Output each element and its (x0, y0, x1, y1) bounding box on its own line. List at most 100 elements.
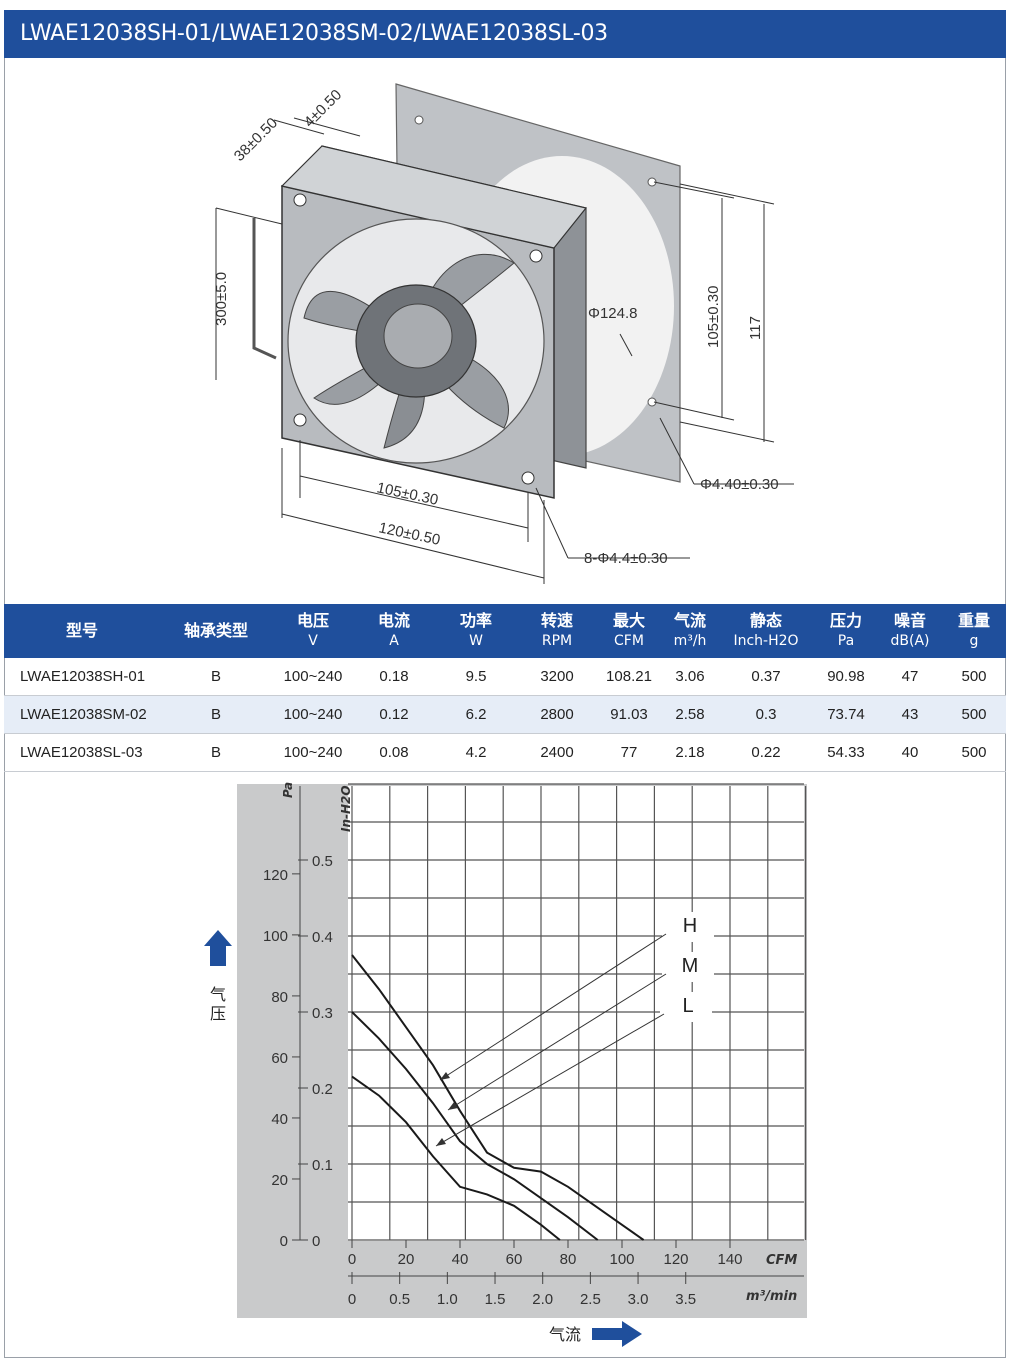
callout-leader (439, 933, 667, 1081)
cell: 100~240 (272, 695, 354, 734)
cell: 2400 (518, 733, 596, 772)
cell: B (160, 733, 272, 772)
y-tick-label-inh2o: 0.2 (312, 1081, 333, 1098)
x-tick-label-cfm: 40 (452, 1251, 469, 1268)
x-tick-label-m3: 1.0 (437, 1291, 458, 1308)
cell-model: LWAE12038SH-01 (4, 658, 160, 696)
cell: 6.2 (434, 695, 518, 734)
cell: B (160, 695, 272, 734)
x-tick-label-cfm: 80 (560, 1251, 577, 1268)
arrow-up-icon (204, 930, 232, 966)
x-tick-label-cfm: 20 (398, 1251, 415, 1268)
cell: 108.21 (596, 658, 662, 696)
callout-arrowhead (436, 1138, 446, 1146)
cell: 47 (878, 658, 942, 696)
callout-bg (660, 992, 712, 1022)
cell: 3200 (518, 658, 596, 696)
cell: 0.18 (354, 658, 434, 696)
cell: 3.06 (662, 658, 718, 696)
cell: 91.03 (596, 695, 662, 734)
cell: 77 (596, 733, 662, 772)
table-row: LWAE12038SL-03 B 100~240 0.08 4.2 2400 7… (4, 733, 1006, 772)
cell: 500 (942, 733, 1006, 772)
dim-depth: 38±0.50 (231, 115, 281, 165)
cell: 0.3 (718, 695, 814, 734)
mount-hole (529, 249, 543, 263)
mount-hole (293, 193, 307, 207)
dim-hole-pitch-h: 105±0.30 (375, 479, 440, 509)
cell-model: LWAE12038SM-02 (4, 695, 160, 734)
y-tick-label-pa: 60 (271, 1050, 288, 1067)
dim-height: 117 (747, 316, 764, 340)
cell: 4.2 (434, 733, 518, 772)
col-header: 型号 (4, 604, 160, 658)
lead-wire (252, 218, 277, 360)
x-caption: 气流 (549, 1325, 581, 1344)
fan-drawing-svg: 38±0.50 4±0.50 300±5.0 Φ124.8 105±0.30 1… (213, 83, 794, 584)
plot-area (348, 786, 804, 1241)
callout-leader (447, 973, 667, 1111)
x-tick-label-m3: 0 (348, 1291, 356, 1308)
cell: 73.74 (814, 695, 878, 734)
dimension-drawing: 38±0.50 4±0.50 300±5.0 Φ124.8 105±0.30 1… (4, 58, 1006, 604)
cell: 0.08 (354, 733, 434, 772)
mount-hole (521, 471, 535, 485)
cell: 2800 (518, 695, 596, 734)
cell: 100~240 (272, 658, 354, 696)
cell: 9.5 (434, 658, 518, 696)
x-tick-label-m3: 0.5 (389, 1291, 410, 1308)
x-tick-label-m3: 3.5 (675, 1291, 696, 1308)
y-tick-label-inh2o: 0 (312, 1233, 320, 1250)
cell: B (160, 658, 272, 696)
table-row: LWAE12038SH-01 B 100~240 0.18 9.5 3200 1… (4, 658, 1006, 696)
series-label-m: M (682, 955, 699, 977)
cell: 2.18 (662, 733, 718, 772)
y-axis-inh2o: 00.10.20.30.40.5 (298, 786, 333, 1250)
dim-hole-pitch-v: 105±0.30 (705, 286, 722, 348)
y-tick-label-inh2o: 0.3 (312, 1005, 333, 1022)
x-tick-label-cfm: 100 (609, 1251, 634, 1268)
y-tick-label-pa: 0 (280, 1233, 288, 1250)
x-tick-label-cfm: 120 (663, 1251, 688, 1268)
dim-mount-holes: 8-Φ4.4±0.30 (584, 550, 668, 567)
y-tick-label-pa: 20 (271, 1172, 288, 1189)
callout-bg (662, 952, 714, 982)
y-tick-label-pa: 40 (271, 1111, 288, 1128)
cell: 0.37 (718, 658, 814, 696)
y-label-pa: Pa (281, 782, 295, 798)
cell: 43 (878, 695, 942, 734)
x-tick-label-m3: 2.5 (580, 1291, 601, 1308)
y-tick-label-pa: 100 (263, 928, 288, 945)
col-header: 轴承类型 (160, 604, 272, 658)
series-line-l (351, 1075, 561, 1241)
y-label-inh2o: In-H2O (339, 785, 353, 832)
cell: 500 (942, 658, 1006, 696)
x-tick-label-m3: 1.5 (485, 1291, 506, 1308)
x-tick-label-cfm: 60 (506, 1251, 523, 1268)
y-tick-label-pa: 80 (271, 989, 288, 1006)
arrow-right-icon (592, 1321, 642, 1347)
fan-hub-cap (383, 303, 453, 369)
guard-hole (414, 115, 424, 125)
cell: 54.33 (814, 733, 878, 772)
mount-hole (293, 413, 307, 427)
callout-leader (435, 1013, 665, 1147)
dim-guard-hole: Φ4.40±0.30 (700, 476, 779, 493)
x-label-m3: m³/min (746, 1289, 797, 1304)
series-label-l: L (682, 995, 693, 1017)
x-label-cfm: CFM (766, 1253, 797, 1268)
dim-diameter: Φ124.8 (588, 305, 638, 322)
